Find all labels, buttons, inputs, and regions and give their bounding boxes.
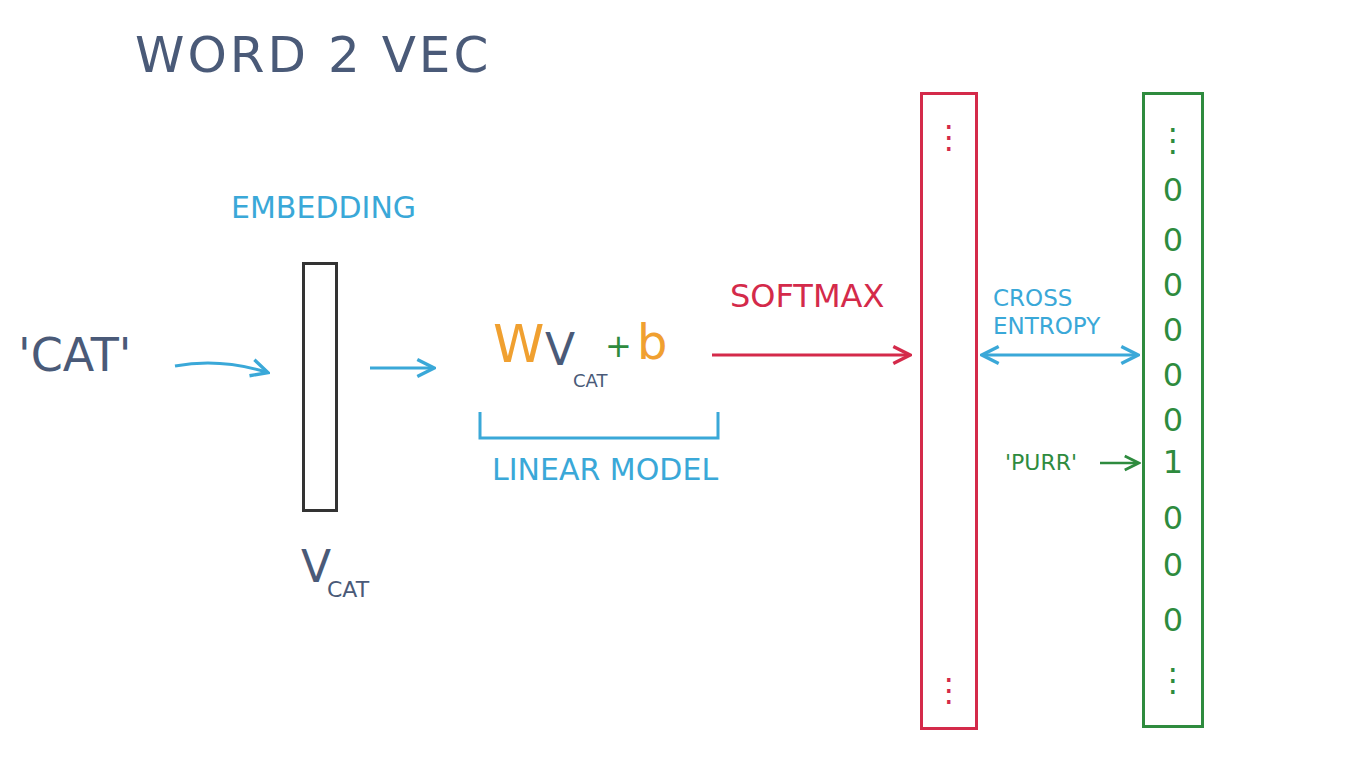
linear-model-bracket (480, 412, 718, 438)
vector-entry: 0 (1145, 604, 1201, 636)
embedding-box: EMBEDDINGVCAT (302, 262, 338, 512)
vector-entry: 1 (1145, 446, 1201, 478)
diagram-title: WORD 2 VEC (135, 30, 491, 80)
vector-subscript: CAT (573, 372, 607, 390)
input-arrow (175, 363, 266, 372)
ellipsis: ⋮ (923, 674, 975, 706)
embedding-arrow (370, 367, 432, 370)
softmax-label: SOFTMAX (730, 280, 884, 312)
vector-subscript: CAT (327, 579, 369, 601)
plus-sign: + (605, 330, 632, 362)
vector-entry: 0 (1145, 502, 1201, 534)
weight-symbol: W (493, 318, 544, 370)
softmax-arrow (712, 354, 908, 357)
input-word: 'CAT' (18, 332, 131, 378)
bias-symbol: b (637, 318, 667, 366)
vector-entry: ⋮ (1145, 664, 1201, 696)
target-word: 'PURR' (1005, 452, 1077, 474)
linear-model-label: LINEAR MODEL (492, 455, 718, 485)
embedding-heading: EMBEDDING (231, 193, 416, 223)
vector-entry: ⋮ (1145, 124, 1201, 156)
vector-entry: 0 (1145, 269, 1201, 301)
vector-entry: 0 (1145, 404, 1201, 436)
vector-symbol: V (301, 545, 331, 589)
one-hot-target-box: ⋮ 0 0 0 0 0 0 1 0 0 0 ⋮ (1142, 92, 1204, 728)
vector-entry: 0 (1145, 314, 1201, 346)
cross-entropy-connector (984, 354, 1136, 357)
vector-entry: 0 (1145, 549, 1201, 581)
pointer-arrow (1100, 462, 1137, 465)
vector-entry: 0 (1145, 174, 1201, 206)
vector-symbol: V (545, 328, 575, 372)
vector-entry: 0 (1145, 224, 1201, 256)
edge-label: CROSS ENTROPY (993, 284, 1143, 342)
ellipsis: ⋮ (923, 121, 975, 153)
softmax-output-box: ⋮⋮ (920, 92, 978, 730)
vector-entry: 0 (1145, 359, 1201, 391)
